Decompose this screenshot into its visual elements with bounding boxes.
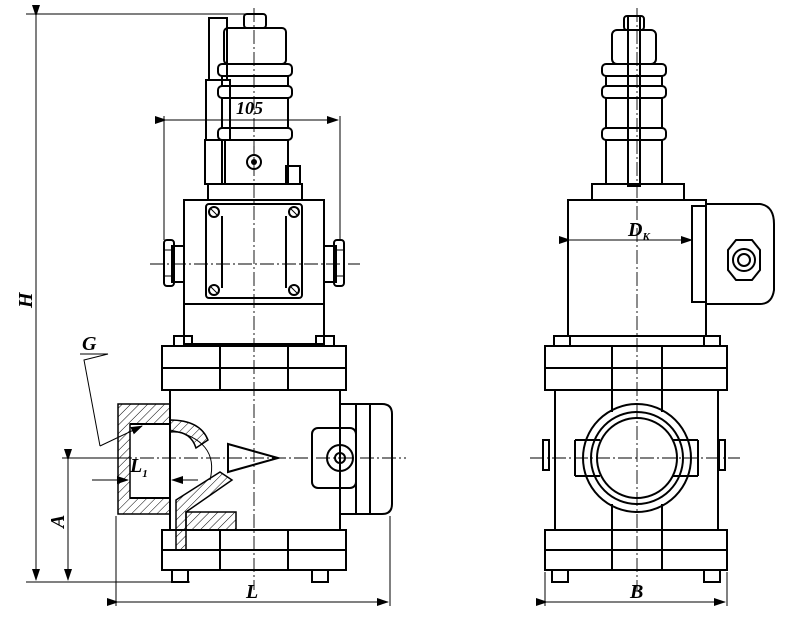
label-dk-sub: K bbox=[641, 231, 650, 243]
label-l1: L1 bbox=[129, 455, 148, 480]
label-dk-main: D bbox=[627, 219, 642, 241]
dimension-labels: 105 H G L1 A L B DK bbox=[15, 98, 650, 603]
solenoid-coil-side bbox=[591, 15, 685, 201]
label-b: B bbox=[629, 581, 643, 603]
label-dk: DK bbox=[627, 219, 650, 243]
actuator-housing-side bbox=[553, 199, 775, 347]
front-view bbox=[96, 8, 406, 590]
solenoid-coil-front bbox=[204, 13, 303, 201]
side-view bbox=[530, 8, 775, 590]
label-h: H bbox=[15, 291, 37, 309]
label-l1-main: L bbox=[129, 455, 142, 477]
label-a: A bbox=[47, 515, 69, 530]
valve-body-side bbox=[542, 345, 728, 583]
dimensions bbox=[26, 5, 728, 606]
label-l1-sub: 1 bbox=[142, 468, 148, 480]
label-g: G bbox=[82, 333, 97, 355]
label-105: 105 bbox=[236, 98, 263, 118]
valve-body-front bbox=[117, 345, 393, 583]
label-l: L bbox=[245, 581, 258, 603]
